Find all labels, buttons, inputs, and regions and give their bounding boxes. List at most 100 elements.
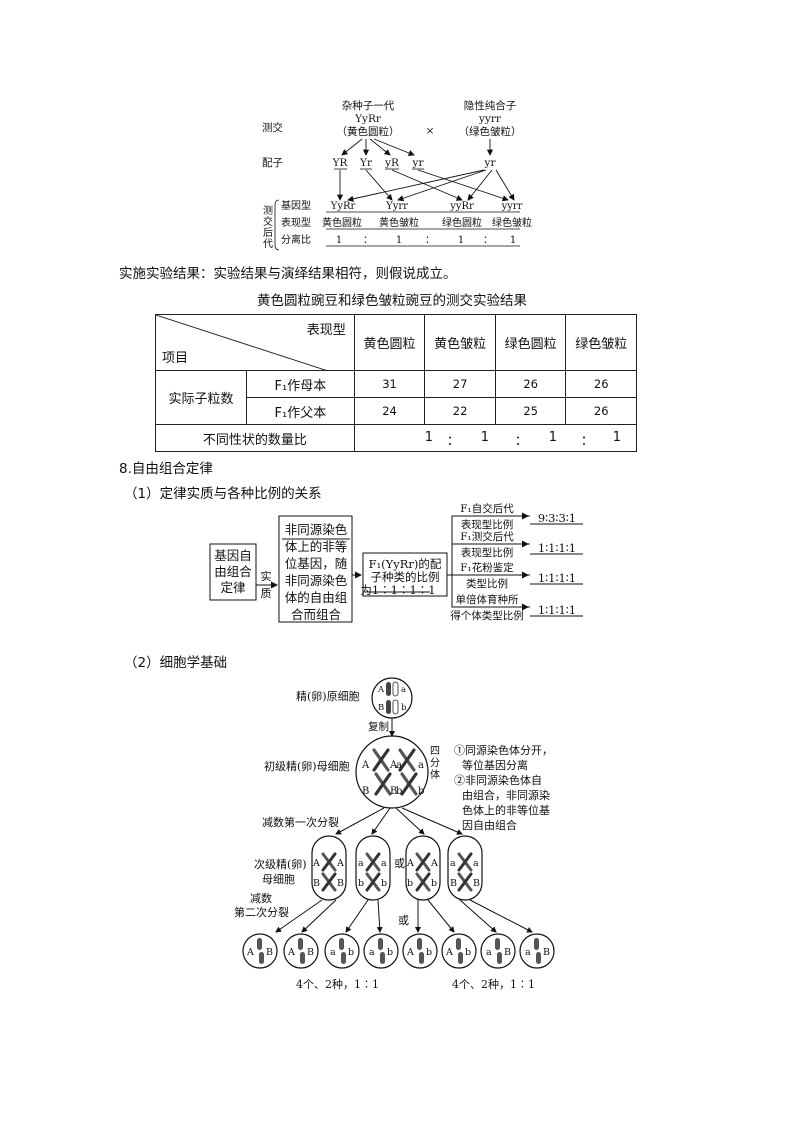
rec-phenotype: （绿色皱粒）: [459, 125, 522, 138]
rec-genotype: yyrr: [478, 113, 502, 125]
offspring-side-3: 后: [263, 227, 273, 239]
result-table: 表现型 项目 黄色圆粒 黄色皱粒 绿色圆粒 绿色皱粒 实际子粒数 F₁作母本 3…: [155, 314, 638, 452]
section8-heading: 8.自由组合定律: [119, 461, 213, 477]
allele-label: A: [377, 685, 385, 695]
offspring-side-2: 交: [263, 215, 273, 228]
allele-label: a: [450, 858, 456, 869]
cell-gamete: [324, 933, 360, 969]
label-copy: 复制: [368, 720, 389, 733]
f1-title: 杂种子一代: [342, 99, 395, 112]
label-tetrad: 四: [430, 746, 440, 757]
arrow-label: 实: [261, 569, 272, 583]
label-primary: 初级精(卵)母细胞: [264, 759, 350, 773]
allele-label: B: [378, 703, 384, 713]
rec-title: 隐性纯合子: [464, 99, 517, 112]
cell-secondary: [447, 835, 483, 901]
cell-secondary: [311, 835, 347, 901]
phenotype-3: 绿色圆粒: [442, 216, 482, 229]
table-corner: 表现型 项目: [155, 314, 355, 371]
ratio-sep: ：: [446, 434, 460, 449]
box-essence-line: 体的自由组: [285, 590, 348, 605]
label-mii: 减数: [250, 892, 272, 905]
offspring-side-4: 代: [263, 238, 273, 250]
ratio-sep-2: ：: [425, 235, 435, 246]
chromosome-pair: [386, 681, 399, 715]
cell-gamete: [242, 933, 278, 969]
testcross-diagram: 杂种子一代 YyRr （黄色圆粒） 测交 × 隐性纯合子 yyrr （绿色皱粒）…: [262, 99, 532, 251]
cell: 26: [494, 370, 567, 398]
branch-bottom: 得个体类型比例: [450, 609, 524, 622]
allele-label: A: [389, 760, 398, 771]
cell: 22: [424, 397, 496, 425]
ratio-sep-3: ：: [483, 235, 493, 246]
allele-label: A: [445, 947, 453, 958]
note-line: 因自由组合: [462, 818, 517, 832]
cell-gamete: [519, 933, 555, 969]
allele-label: B: [266, 947, 273, 958]
allele-label: b: [381, 878, 387, 889]
row-label-genotype: 基因型: [281, 199, 311, 212]
branch-ratio: 1∶1∶1∶1: [538, 603, 576, 617]
branch-bottom: 表现型比例: [461, 546, 514, 559]
allele-label: a: [358, 858, 364, 869]
box-essence-line: 体上的非等: [285, 539, 348, 554]
table-title: 黄色圆粒豌豆和绿色皱粒豌豆的测交实验结果: [257, 293, 527, 309]
group-label: 实际子粒数: [155, 370, 247, 425]
gamete-yr: yr: [412, 157, 425, 169]
phenotype-1: 黄色圆粒: [322, 216, 362, 229]
allele-label: a: [330, 947, 336, 958]
gamete-YR: YR: [332, 157, 349, 169]
cell-gamete: [402, 933, 438, 969]
ratio-sep: ：: [580, 434, 594, 449]
branch-top: F₁花粉鉴定: [460, 561, 514, 574]
label-secondary: 母细胞: [262, 873, 295, 886]
box-law-line: 基因自: [214, 548, 252, 563]
box-essence-line: 合而组合: [291, 607, 342, 622]
f1-genotype: YyRr: [354, 113, 382, 125]
allele-label: A: [406, 858, 414, 869]
allele-label: A: [246, 947, 254, 958]
cell-gamete: [441, 933, 477, 969]
label-tetrad: 体: [430, 769, 440, 781]
row-label-mother: F₁作母本: [246, 370, 355, 398]
header-yellow-round: 黄色圆粒: [353, 314, 426, 371]
box-law-line: 由组合: [214, 564, 252, 579]
cell-gamete: [283, 933, 319, 969]
offspring-side-1: 测: [263, 204, 273, 217]
header-green-round: 绿色圆粒: [494, 314, 567, 371]
allele-label: A: [336, 858, 344, 869]
allele-label: A: [361, 760, 370, 771]
genotype-3: yyRr: [449, 201, 474, 212]
tetrad-left: [372, 748, 418, 796]
allele-label: B: [362, 786, 369, 797]
row-label-phenotype: 表现型: [281, 216, 311, 229]
branch-bottom: 类型比例: [466, 577, 508, 590]
phenotype-2: 黄色皱粒: [379, 216, 419, 229]
allele-label: A: [287, 947, 295, 958]
cell-primary: [355, 735, 429, 809]
cell: 26: [565, 370, 637, 398]
allele-label: b: [348, 947, 354, 958]
allele-label: b: [465, 947, 471, 958]
law-diagram: 基因自 由组合 定律 实 质 非同源染色 体上的非等 位基因，随 非同源染色 体…: [209, 502, 583, 623]
phenotype-4: 绿色皱粒: [492, 216, 532, 229]
branch-top: F₁自交后代: [460, 502, 514, 515]
allele-label: a: [473, 858, 479, 869]
allele-label: b: [407, 878, 413, 889]
row-label-ratio: 分离比: [281, 233, 311, 246]
genotype-2: Yyrr: [385, 201, 408, 212]
result-right: 4个、2种，1∶1: [452, 977, 535, 991]
cell: 26: [565, 397, 637, 425]
ratio-cell: 1 ： 1 ： 1 ： 1: [353, 424, 638, 452]
allele-label: B: [504, 947, 511, 958]
header-green-wrinkled: 绿色皱粒: [565, 314, 637, 371]
branch-ratio: 1∶1∶1∶1: [538, 571, 576, 585]
box-essence-line: 非同源染色: [285, 573, 348, 588]
note-line: 色体上的非等位基: [462, 803, 550, 817]
ratio-value: 1: [548, 430, 558, 445]
note-line: 由组合，非同源染: [462, 788, 550, 802]
allele-label: B: [450, 878, 457, 889]
cell: 25: [494, 397, 567, 425]
box-gamete-line: 为1∶1∶1∶1: [360, 583, 435, 597]
times-sign: ×: [426, 125, 435, 137]
